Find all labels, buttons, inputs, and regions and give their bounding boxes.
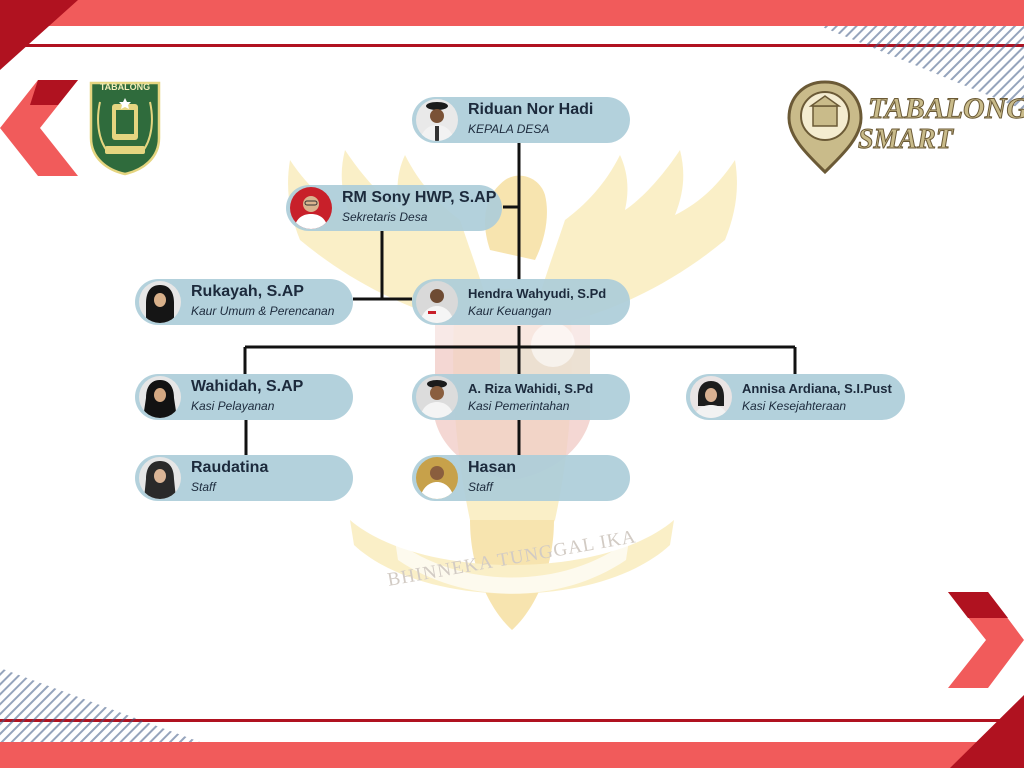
name-kasi-pelayanan: Wahidah, S.AP xyxy=(191,378,304,395)
role-kasi-pelayanan: Kasi Pelayanan xyxy=(191,399,275,413)
tabalong-regency-logo xyxy=(89,81,161,176)
smart-logo-word-2: SMART xyxy=(858,124,954,156)
name-kaur-umum: Rukayah, S.AP xyxy=(191,283,304,300)
node-staff-raudatina: Raudatina Staff xyxy=(135,455,353,501)
name-sekretaris-desa: RM Sony HWP, S.AP xyxy=(342,189,497,206)
node-kasi-pelayanan: Wahidah, S.AP Kasi Pelayanan xyxy=(135,374,353,420)
corner-triangle-br xyxy=(950,695,1024,768)
corner-triangle-tl xyxy=(0,0,78,70)
hatch-pattern-bl xyxy=(0,668,200,742)
avatar-kaur-keuangan xyxy=(416,281,458,323)
avatar-kaur-umum xyxy=(139,281,181,323)
left-chevron-shade xyxy=(30,80,78,105)
avatar-kasi-pelayanan xyxy=(139,376,181,418)
right-chevron-shade xyxy=(948,592,1008,618)
avatar-staff-hasan xyxy=(416,457,458,499)
bottom-red-bar xyxy=(0,742,1024,768)
role-kasi-kesejahteraan: Kasi Kesejahteraan xyxy=(742,399,847,413)
top-red-bar xyxy=(0,0,1024,26)
node-sekretaris-desa: RM Sony HWP, S.AP Sekretaris Desa xyxy=(286,185,502,231)
tabalong-smart-logo xyxy=(787,80,863,175)
role-staff-raudatina: Staff xyxy=(191,480,216,494)
avatar-staff-raudatina xyxy=(139,457,181,499)
name-kasi-kesejahteraan: Annisa Ardiana, S.I.Pust xyxy=(742,381,892,396)
node-kaur-umum: Rukayah, S.AP Kaur Umum & Perencanan xyxy=(135,279,353,325)
name-kasi-pemerintahan: A. Riza Wahidi, S.Pd xyxy=(468,381,594,396)
avatar-kasi-pemerintahan xyxy=(416,376,458,418)
avatar-kepala-desa xyxy=(416,99,458,141)
regency-name-text: TABALONG xyxy=(99,82,151,92)
name-staff-hasan: Hasan xyxy=(468,459,517,476)
node-kasi-kesejahteraan: Annisa Ardiana, S.I.Pust Kasi Kesejahter… xyxy=(686,374,905,420)
name-kepala-desa: Riduan Nor Hadi xyxy=(468,101,594,118)
smart-logo-word-1: TABALONG xyxy=(867,92,1024,126)
node-kaur-keuangan: Hendra Wahyudi, S.Pd Kaur Keuangan xyxy=(412,279,630,325)
role-kepala-desa: KEPALA DESA xyxy=(468,122,550,136)
name-kaur-keuangan: Hendra Wahyudi, S.Pd xyxy=(468,286,607,301)
role-kaur-umum: Kaur Umum & Perencanan xyxy=(191,304,335,318)
avatar-kasi-kesejahteraan xyxy=(690,376,732,418)
avatar-sekretaris-desa xyxy=(290,187,332,229)
role-staff-hasan: Staff xyxy=(468,480,493,494)
bottom-thin-line xyxy=(0,719,1024,722)
hatch-pattern-tr xyxy=(820,26,1024,110)
role-sekretaris-desa: Sekretaris Desa xyxy=(342,210,428,224)
top-thin-line xyxy=(0,44,1024,47)
name-staff-raudatina: Raudatina xyxy=(191,459,269,476)
node-kepala-desa: Riduan Nor Hadi KEPALA DESA xyxy=(412,97,630,143)
role-kaur-keuangan: Kaur Keuangan xyxy=(468,304,552,318)
node-staff-hasan: Hasan Staff xyxy=(412,455,630,501)
role-kasi-pemerintahan: Kasi Pemerintahan xyxy=(468,399,570,413)
node-kasi-pemerintahan: A. Riza Wahidi, S.Pd Kasi Pemerintahan xyxy=(412,374,630,420)
